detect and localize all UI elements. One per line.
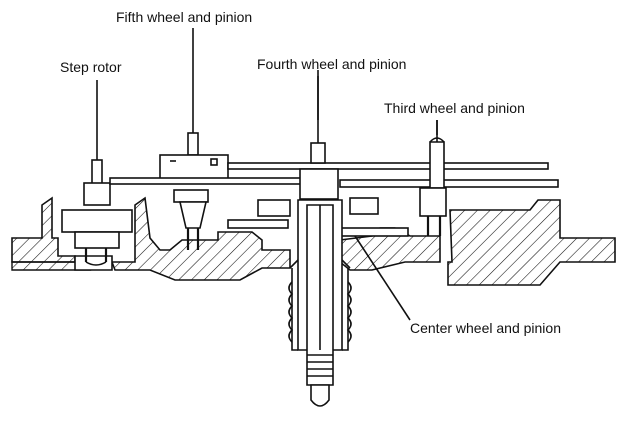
step-rotor-part [61, 120, 133, 266]
fourth-wheel-part [299, 70, 339, 200]
center-wheel-leader [354, 235, 411, 321]
label-third-wheel: Third wheel and pinion [384, 100, 525, 116]
main-plate [11, 196, 616, 286]
label-step-rotor: Step rotor [60, 59, 122, 75]
wheel-discs [109, 162, 559, 188]
label-fourth-wheel: Fourth wheel and pinion [257, 56, 406, 72]
label-fifth-wheel: Fifth wheel and pinion [116, 9, 252, 25]
third-wheel-part [419, 120, 447, 236]
fifth-wheel-part [159, 28, 229, 250]
label-center-wheel: Center wheel and pinion [410, 320, 561, 336]
center-wheel-part [227, 197, 409, 407]
